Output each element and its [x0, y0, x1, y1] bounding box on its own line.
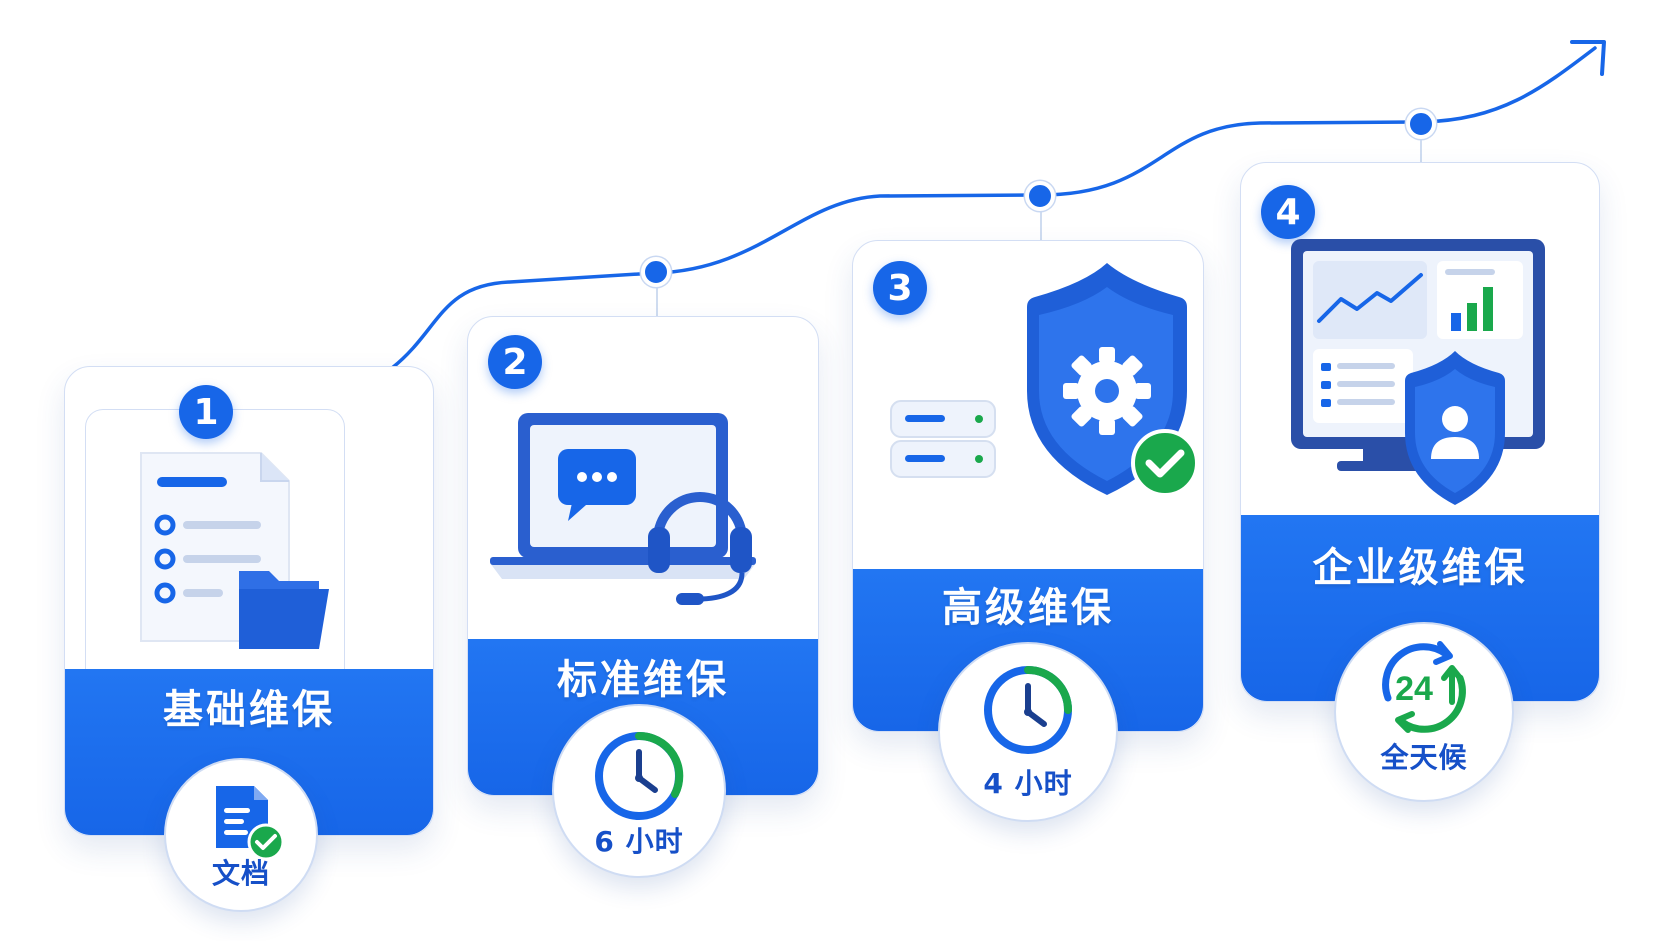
- connector-dot: [1025, 181, 1055, 211]
- step-number-badge: 2: [488, 335, 542, 389]
- clock-icon: [984, 666, 1072, 754]
- response-time-badge: 6 小时: [552, 704, 726, 878]
- connector-stem: [1420, 124, 1422, 166]
- response-time-label: 4 小时: [983, 767, 1073, 800]
- shield-gear-server-icon: [890, 263, 1199, 497]
- connector-stem: [1040, 196, 1042, 242]
- step-number-badge: 4: [1261, 185, 1315, 239]
- deliverable-badge: 文档: [164, 758, 318, 912]
- response-time-badge: 4 小时: [938, 642, 1118, 822]
- deliverable-label: 文档: [211, 857, 270, 890]
- step-number-badge: 1: [179, 385, 233, 439]
- document-check-icon: [216, 786, 285, 861]
- availability-label: 全天候: [1380, 741, 1468, 774]
- availability-badge: 24 全天候: [1334, 622, 1514, 802]
- laptop-headset-chat-icon: [490, 413, 756, 605]
- 24-label: 24: [1395, 670, 1433, 708]
- connector-stem: [656, 272, 658, 318]
- connector-dot: [1406, 109, 1436, 139]
- response-time-label: 6 小时: [594, 825, 684, 858]
- tier-card-enterprise: 4 企业级维保: [1240, 162, 1600, 702]
- tier-title: 标准维保: [557, 657, 729, 703]
- tier-card-basic: 1 基础维保: [64, 366, 434, 836]
- step-number-badge: 3: [873, 261, 927, 315]
- tier-title: 企业级维保: [1312, 545, 1528, 591]
- 24-hours-icon: 24: [1382, 641, 1466, 733]
- tier-title: 高级维保: [942, 585, 1114, 631]
- document-checklist-icon: [140, 452, 329, 649]
- tier-card-standard: 2 标准维保: [467, 316, 819, 796]
- connector-dot: [641, 257, 671, 287]
- tier-title: 基础维保: [163, 687, 335, 733]
- clock-icon: [595, 731, 684, 820]
- monitor-dashboard-shield-icon: [1291, 239, 1545, 505]
